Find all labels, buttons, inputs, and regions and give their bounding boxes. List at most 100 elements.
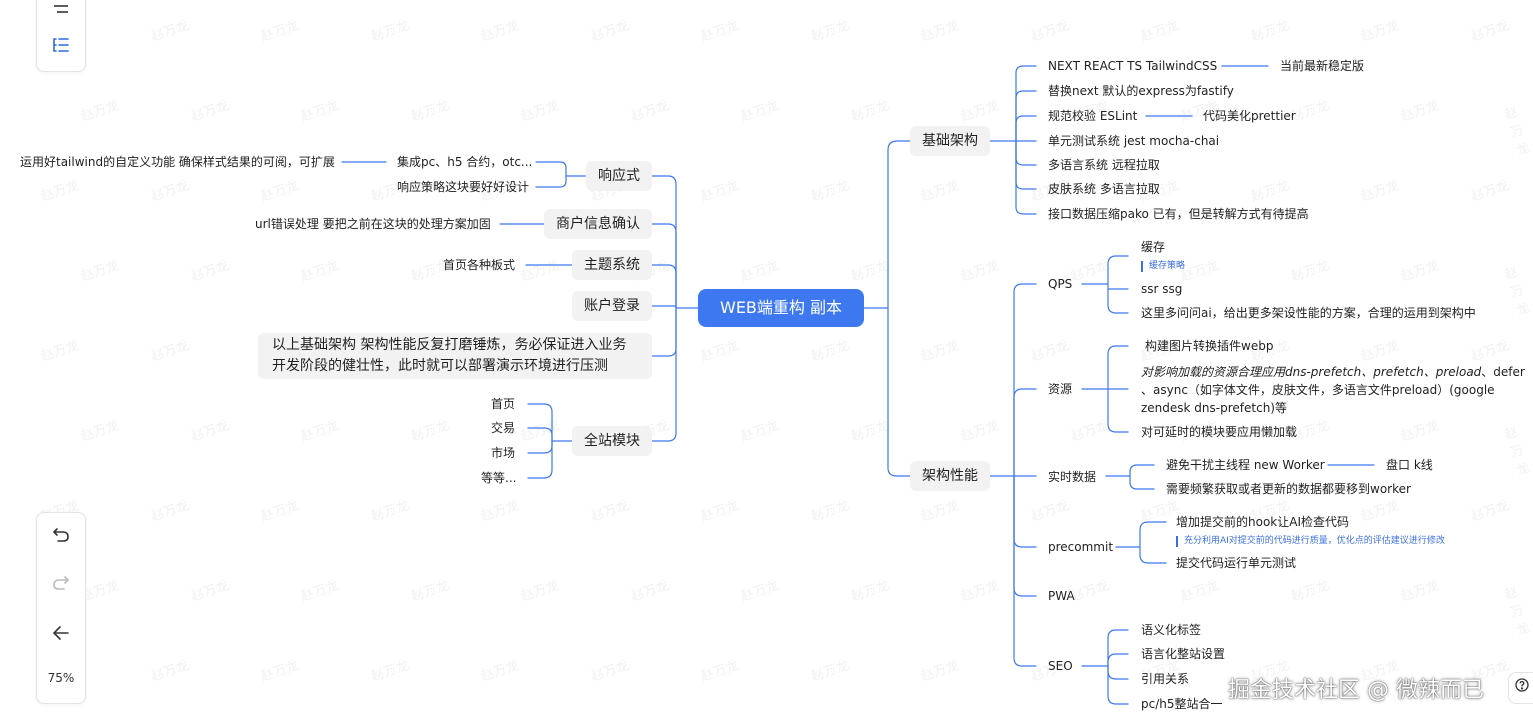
help-icon[interactable]	[1508, 672, 1533, 704]
redo-icon[interactable]	[37, 575, 85, 596]
watermark-text: 赵万龙	[699, 178, 741, 205]
node-note[interactable]: 以上基础架构 架构性能反复打磨锤炼，务必保证进入业务开发阶段的健壮性，此时就可以…	[258, 333, 652, 379]
node-precommit[interactable]: precommit	[1048, 540, 1114, 554]
watermark-text: 赵万龙	[919, 498, 961, 525]
node-responsive[interactable]: 响应式	[586, 161, 652, 191]
watermark-text: 赵万龙	[1029, 338, 1071, 365]
watermark-text: 赵万龙	[629, 578, 671, 605]
watermark-text: 赵万龙	[1029, 18, 1071, 45]
watermark-text: 赵万龙	[479, 658, 521, 685]
node-modules-child-2[interactable]: 交易	[491, 421, 516, 435]
node-qps-ai[interactable]: 这里多问问ai，给出更多架设性能的方案，合理的运用到架构中	[1141, 306, 1476, 320]
node-modules-child-1[interactable]: 首页	[491, 397, 516, 411]
node-responsive-grandchild[interactable]: 运用好tailwind的自定义功能 确保样式结果的可阅，可扩展	[20, 155, 335, 169]
back-icon[interactable]	[37, 625, 85, 646]
watermark-text: 赵万龙	[919, 658, 961, 685]
node-qps[interactable]: QPS	[1048, 277, 1073, 291]
node-seo-item-4[interactable]: pc/h5整站合一	[1141, 697, 1223, 711]
watermark-text: 赵万龙	[189, 258, 231, 285]
watermark-text: 赵万龙	[519, 578, 561, 605]
node-theme-child[interactable]: 首页各种板式	[443, 258, 516, 272]
node-base-item-6[interactable]: 皮肤系统 多语言拉取	[1048, 182, 1160, 196]
watermark-text: 赵万龙	[919, 338, 961, 365]
watermark-text: 赵万龙	[739, 418, 781, 445]
watermark-text: 赵万龙	[1502, 264, 1532, 320]
node-qps-cache[interactable]: 缓存	[1141, 240, 1166, 254]
node-resource[interactable]: 资源	[1048, 382, 1073, 396]
node-resource-preload-line1: 对影响加载的资源合理应用dns-prefetch、prefetch、preloa…	[1141, 365, 1482, 379]
node-base-item-2[interactable]: 替换next 默认的express为fastify	[1048, 84, 1234, 98]
watermark-text: 赵万龙	[149, 498, 191, 525]
watermark-text: 赵万龙	[1469, 18, 1511, 45]
watermark-text: 赵万龙	[1179, 578, 1221, 605]
node-merchant-child[interactable]: url错误处理 要把之前在这块的处理方案加固	[255, 217, 491, 231]
watermark-text: 赵万龙	[699, 18, 741, 45]
node-precommit-unit[interactable]: 提交代码运行单元测试	[1176, 556, 1297, 570]
root-node[interactable]: WEB端重构 副本	[698, 289, 864, 327]
node-login[interactable]: 账户登录	[572, 291, 652, 321]
watermark-text: 赵万龙	[699, 338, 741, 365]
watermark-text: 赵万龙	[79, 418, 121, 445]
watermark-text: 赵万龙	[149, 178, 191, 205]
node-performance[interactable]: 架构性能	[910, 461, 990, 491]
watermark-text: 赵万龙	[1139, 498, 1181, 525]
watermark-text: 赵万龙	[189, 418, 231, 445]
node-modules-child-4[interactable]: 等等...	[481, 471, 517, 485]
node-qps-ssr[interactable]: ssr ssg	[1141, 282, 1183, 296]
watermark-text: 赵万龙	[299, 98, 341, 125]
watermark-text: 赵万龙	[409, 578, 451, 605]
undo-icon[interactable]	[37, 527, 85, 548]
watermark-text: 赵万龙	[369, 18, 411, 45]
node-base-item-7[interactable]: 接口数据压缩pako 已有，但是转解方式有待提高	[1048, 207, 1309, 221]
node-base-item-4[interactable]: 单元测试系统 jest mocha-chai	[1048, 134, 1220, 148]
node-resource-preload[interactable]: 对影响加载的资源合理应用dns-prefetch、prefetch、preloa…	[1141, 363, 1525, 417]
node-realtime-worker[interactable]: 避免干扰主线程 new Worker	[1166, 458, 1325, 472]
watermark-text: 赵万龙	[1399, 578, 1441, 605]
node-base-architecture[interactable]: 基础架构	[910, 126, 990, 156]
node-precommit-hook[interactable]: 增加提交前的hook让AI检查代码	[1176, 515, 1349, 529]
node-resource-preload-line2: 、async（如字体文件，皮肤文件，多语言文件preload）(google	[1141, 383, 1495, 397]
node-modules-child-3[interactable]: 市场	[491, 446, 516, 460]
node-responsive-child-1[interactable]: 集成pc、h5 合约，otc...	[397, 155, 533, 169]
node-resource-lazy[interactable]: 对可延时的模块要应用懒加载	[1141, 425, 1298, 439]
node-base-item-5[interactable]: 多语言系统 远程拉取	[1048, 158, 1160, 172]
node-resource-webp[interactable]: 构建图片转换插件webp	[1145, 339, 1274, 353]
node-realtime-move[interactable]: 需要频繁获取或者更新的数据都要移到worker	[1166, 482, 1411, 496]
watermark-text: 赵万龙	[739, 578, 781, 605]
node-modules[interactable]: 全站模块	[572, 426, 652, 456]
node-realtime-worker-child[interactable]: 盘口 k线	[1386, 458, 1433, 472]
watermark-text: 赵万龙	[1359, 498, 1401, 525]
node-seo-item-1[interactable]: 语义化标签	[1141, 623, 1202, 637]
watermark-text: 赵万龙	[1289, 578, 1331, 605]
node-pwa[interactable]: PWA	[1048, 589, 1075, 603]
watermark-text: 赵万龙	[959, 258, 1001, 285]
watermark-text: 赵万龙	[1289, 258, 1331, 285]
watermark-text: 赵万龙	[739, 98, 781, 125]
node-base-item-3[interactable]: 规范校验 ESLint	[1048, 109, 1138, 123]
watermark-text: 赵万龙	[409, 98, 451, 125]
node-theme[interactable]: 主题系统	[572, 250, 652, 280]
node-base-item-1-child[interactable]: 当前最新稳定版	[1280, 59, 1365, 73]
outline-icon[interactable]	[37, 0, 85, 20]
node-base-item-1[interactable]: NEXT REACT TS TailwindCSS	[1048, 59, 1218, 73]
watermark-text: 赵万龙	[299, 578, 341, 605]
watermark-text: 赵万龙	[1502, 424, 1532, 480]
watermark-text: 赵万龙	[739, 258, 781, 285]
watermark-text: 赵万龙	[519, 98, 561, 125]
watermark-text: 赵万龙	[1069, 258, 1111, 285]
node-realtime[interactable]: 实时数据	[1048, 470, 1097, 484]
node-responsive-child-2[interactable]: 响应策略这块要好好设计	[397, 180, 530, 194]
watermark-text: 赵万龙	[1469, 498, 1511, 525]
node-seo-item-2[interactable]: 语言化整站设置	[1141, 647, 1226, 661]
zoom-level[interactable]: 75%	[47, 671, 75, 685]
structure-icon[interactable]	[37, 37, 85, 58]
node-seo[interactable]: SEO	[1048, 659, 1073, 673]
watermark-text: 赵万龙	[149, 658, 191, 685]
node-merchant[interactable]: 商户信息确认	[544, 209, 652, 239]
watermark-text: 赵万龙	[369, 658, 411, 685]
node-base-item-3-child[interactable]: 代码美化prettier	[1203, 109, 1296, 123]
watermark-text: 赵万龙	[809, 658, 851, 685]
watermark-text: 赵万龙	[149, 338, 191, 365]
node-seo-item-3[interactable]: 引用关系	[1141, 672, 1190, 686]
watermark-text: 赵万龙	[809, 498, 851, 525]
